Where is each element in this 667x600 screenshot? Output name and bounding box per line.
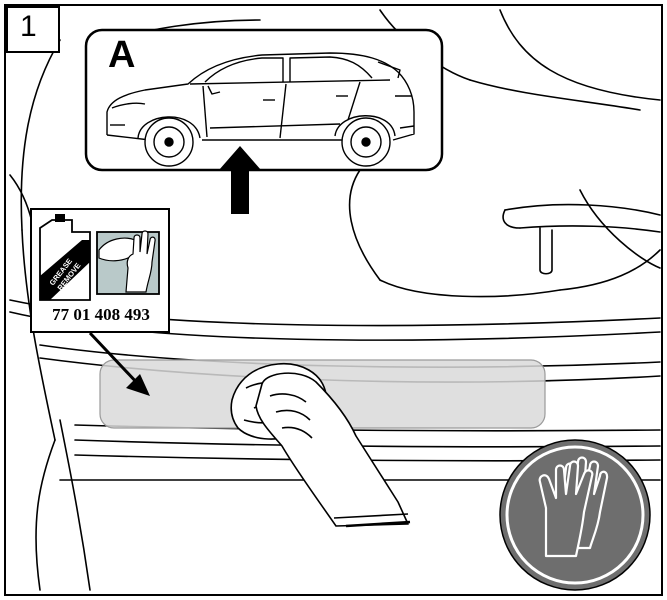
- wipe-hand: [125, 230, 156, 293]
- suv-side-view-icon: [106, 52, 415, 141]
- product-box: GREASE REMOVE: [30, 208, 170, 333]
- front-wheel-hub: [164, 137, 174, 147]
- inset-letter: A: [108, 34, 136, 76]
- arrow-up-icon: [219, 146, 261, 214]
- step-number: 1: [20, 10, 37, 43]
- can-cap: [55, 214, 65, 222]
- vehicle-inset: [84, 28, 444, 172]
- rear-wheel-hub: [361, 137, 371, 147]
- leader-arrowhead: [126, 374, 150, 396]
- grease-remover-can-icon: GREASE REMOVE: [39, 214, 91, 301]
- step-number-box: [6, 6, 60, 53]
- part-number: 77 01 408 493: [52, 305, 150, 324]
- hand-with-cloth-icon: [230, 362, 411, 528]
- front-glove: [538, 460, 594, 558]
- gloves-icon: [499, 439, 651, 591]
- can-stripe: [40, 240, 90, 300]
- vehicle-wheels: [144, 117, 391, 167]
- gloves-badge-ring: [505, 445, 645, 585]
- hand-wipe-icon: [96, 230, 160, 295]
- leader-line: [88, 331, 142, 388]
